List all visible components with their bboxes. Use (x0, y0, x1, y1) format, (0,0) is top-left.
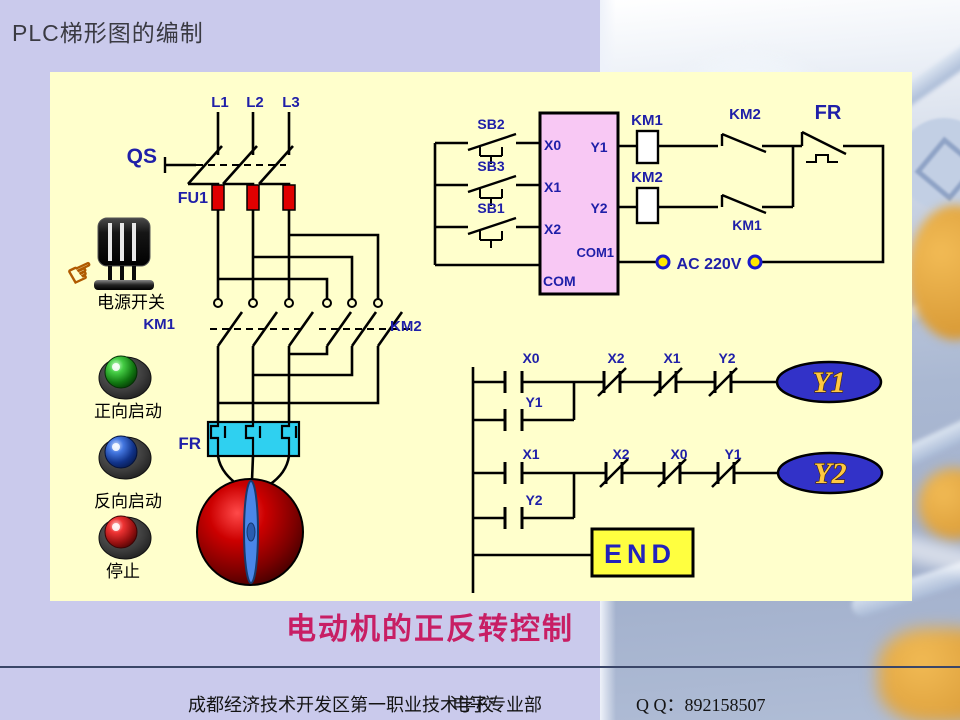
fu1-label: FU1 (178, 190, 208, 207)
plc-box (538, 111, 620, 296)
mechanical-links (196, 164, 410, 330)
forward-start-button[interactable] (98, 355, 152, 400)
sb3-label: SB3 (477, 158, 504, 174)
footer-department: 电子专业部 (452, 695, 542, 715)
slide-title: PLC梯形图的编制 (12, 20, 204, 46)
power-circuit: ☞ L1 L2 L3 QS FU1 KM1 KM2 FR 电源开关 正向启动 反… (62, 94, 422, 586)
reverse-start-label: 反向启动 (94, 492, 162, 511)
supply-terminal (655, 254, 671, 270)
y1-output-label: Y1 (812, 366, 845, 399)
fr-heater-symbol (806, 154, 838, 163)
switch-blades (187, 145, 404, 347)
y1-output-coil (775, 360, 883, 404)
power-switch-label: 电源开关 (97, 293, 165, 312)
end-block (590, 527, 695, 578)
power-wires (188, 112, 380, 422)
gold-blob-decoration (918, 468, 960, 540)
km1-coil (635, 129, 660, 165)
footer-qq: Q Q：892158507 (636, 695, 766, 715)
km1-coil-label: KM1 (631, 112, 663, 129)
ladder-wires (471, 367, 778, 593)
plc-contact-blades (467, 130, 847, 236)
port-y1: Y1 (590, 139, 607, 155)
sb2-label: SB2 (477, 116, 504, 132)
rung2-start-label: X1 (522, 446, 539, 462)
stop-button[interactable] (98, 515, 152, 560)
qs-label: QS (127, 145, 157, 168)
plc-wires (433, 141, 885, 267)
rung1-start-label: X0 (522, 350, 539, 366)
thermal-relay-box (206, 420, 301, 458)
slide-caption: 电动机的正反转控制 (286, 613, 574, 646)
footer-school: 成都经济技术开发区第一职业技术学校 (188, 695, 494, 715)
pushbutton-actuators (479, 147, 503, 248)
port-x2: X2 (544, 221, 561, 237)
ladder-diagram: X0 Y1 X2 X1 Y2 Y1 X1 Y2 X2 X0 Y1 Y2 END (471, 350, 884, 593)
km2-label: KM2 (390, 318, 422, 335)
supply-terminal (747, 254, 763, 270)
reverse-start-button[interactable] (98, 435, 152, 480)
rung1-nc1-label: X2 (607, 350, 624, 366)
circuit-diagram: ☞ L1 L2 L3 QS FU1 KM1 KM2 FR 电源开关 正向启动 反… (62, 94, 885, 593)
fr-contact-label: FR (815, 102, 842, 124)
diagram-panel: ☞ L1 L2 L3 QS FU1 KM1 KM2 FR 电源开关 正向启动 反… (50, 72, 912, 601)
qs-handle (163, 157, 196, 173)
phase-label-l3: L3 (282, 94, 300, 111)
port-x1: X1 (544, 179, 561, 195)
contact-terminals (213, 298, 383, 308)
port-y2: Y2 (590, 200, 607, 216)
rung2-nc2-label: X0 (670, 446, 687, 462)
port-com: COM (543, 273, 576, 289)
rung1-parallel-label: Y1 (525, 394, 542, 410)
end-label: END (604, 539, 676, 569)
power-switch-graphic (94, 217, 154, 290)
rung2-nc3-label: Y1 (724, 446, 741, 462)
rung1-nc3-label: Y2 (718, 350, 735, 366)
gold-blob-decoration (878, 628, 960, 720)
sb1-label: SB1 (477, 200, 504, 216)
km1-interlock-label: KM1 (732, 217, 762, 233)
port-com1: COM1 (576, 245, 614, 260)
plc-wiring-circuit: SB2 SB3 SB1 X0 X1 X2 COM Y1 Y2 COM1 KM1 … (433, 102, 885, 296)
stop-label: 停止 (106, 562, 140, 581)
plc-contact-ticks (720, 132, 804, 207)
phase-label-l2: L2 (246, 94, 264, 111)
y2-output-label: Y2 (813, 457, 846, 490)
km2-interlock-label: KM2 (729, 106, 761, 123)
contact-bars (503, 371, 736, 529)
km2-coil-label: KM2 (631, 169, 663, 186)
port-x0: X0 (544, 137, 561, 153)
rung2-nc1-label: X2 (612, 446, 629, 462)
fr-label: FR (178, 434, 201, 453)
rung2-parallel-label: Y2 (525, 492, 542, 508)
rung1-nc2-label: X1 (663, 350, 680, 366)
supply-label: AC 220V (677, 256, 742, 273)
km1-label: KM1 (143, 316, 175, 333)
forward-start-label: 正向启动 (94, 402, 162, 421)
nc-contact-slashes (597, 367, 741, 488)
km2-coil (635, 186, 660, 225)
fuse-group (211, 184, 296, 211)
motor (196, 478, 304, 586)
y2-output-coil (776, 451, 884, 495)
phase-label-l1: L1 (211, 94, 229, 111)
footer-divider (0, 666, 960, 668)
